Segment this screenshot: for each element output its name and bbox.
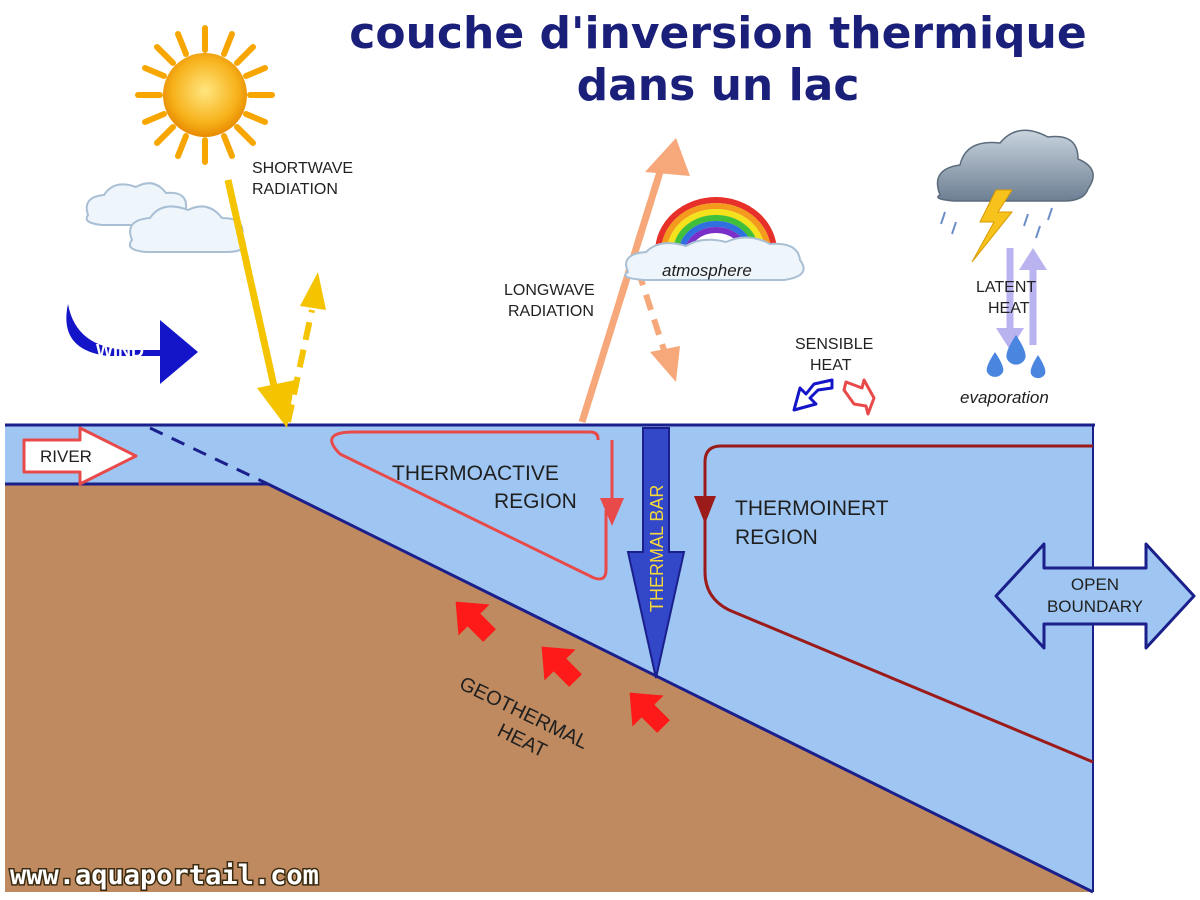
diagram-title-line2: dans un lac (577, 60, 860, 111)
river-label: RIVER (40, 447, 92, 466)
thermal-bar-arrow (626, 427, 686, 679)
river-arrow (22, 426, 138, 486)
atmosphere-cloud (624, 236, 805, 281)
latent-heat-label-line2: HEAT (988, 300, 1030, 317)
thermoactive-label-line2: REGION (494, 490, 577, 513)
raindrop-icon (986, 335, 1046, 379)
longwave-down-arrow (635, 269, 680, 382)
diagram-title-line1: couche d'inversion thermique (349, 8, 1086, 59)
river-plunge-dashed-line (149, 426, 269, 486)
storm-cloud-icon (936, 129, 1094, 202)
open-boundary-label-line2: BOUNDARY (1047, 597, 1143, 616)
sensible-heat-up-arrow-icon (842, 378, 876, 416)
shortwave-reflected-arrow (285, 272, 326, 423)
longwave-label-line1: LONGWAVE (504, 282, 595, 299)
latent-heat-arrows (996, 248, 1047, 350)
atmosphere-label: atmosphere (662, 261, 752, 280)
evaporation-label: evaporation (960, 388, 1049, 407)
thermoactive-label-line1: THERMOACTIVE (392, 462, 559, 485)
wind-label: WIND (96, 341, 144, 361)
thermoinert-circulation-loop (694, 444, 1094, 764)
geothermal-heat-arrows (455, 601, 670, 733)
lake-bed-ground (5, 482, 1094, 894)
rain-streaks (940, 207, 1053, 239)
sun-icon (135, 25, 275, 165)
sensible-heat-down-arrow-icon (792, 378, 834, 412)
cloud-icon (85, 182, 246, 253)
shortwave-label-line2: RADIATION (252, 181, 338, 198)
lightning-icon (971, 189, 1014, 263)
thermoactive-circulation-loop (330, 430, 624, 581)
thermal-bar-label: THERMAL BAR (647, 485, 667, 612)
open-boundary-label-line1: OPEN (1071, 575, 1119, 594)
longwave-radiation-arrow (578, 138, 690, 424)
open-boundary-double-arrow (994, 542, 1196, 650)
wind-arrow (66, 304, 198, 384)
shortwave-label-line1: SHORTWAVE (252, 160, 353, 177)
thermoinert-label-line2: REGION (735, 526, 818, 549)
thermoinert-label-line1: THERMOINERT (735, 497, 889, 520)
shortwave-radiation-arrow (224, 179, 295, 428)
latent-heat-label-line1: LATENT (976, 279, 1036, 296)
longwave-label-line2: RADIATION (508, 303, 594, 320)
sensible-heat-label-line2: HEAT (810, 357, 852, 374)
sensible-heat-label-line1: SENSIBLE (795, 336, 873, 353)
site-watermark: www.aquaportail.com (10, 860, 319, 891)
